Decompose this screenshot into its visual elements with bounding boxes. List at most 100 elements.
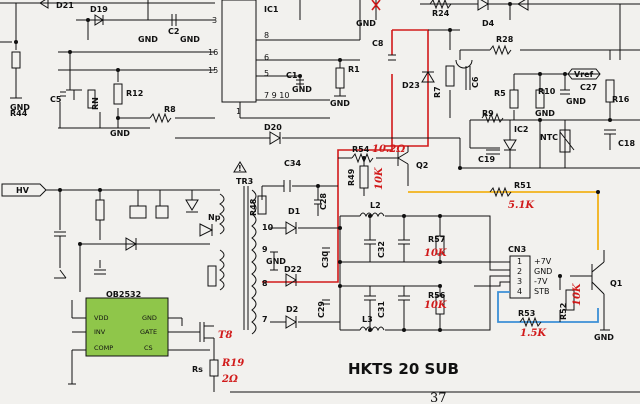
r1-label: R1 [348, 65, 360, 74]
chip-pin-gnd: GND [142, 314, 157, 322]
vref-label: Vref [574, 70, 594, 79]
r7-label: R7 [433, 86, 442, 98]
q1-label: Q1 [610, 279, 623, 288]
d22-diode [285, 273, 297, 287]
r7-resistor [445, 65, 455, 87]
d20-diode [269, 131, 281, 145]
note-r49: 10K [374, 166, 385, 190]
c32a-capacitor [364, 216, 376, 262]
c29-capacitor [322, 299, 330, 305]
cn3-pin-3: 3 [517, 277, 522, 286]
secondary-rectifiers: D1 GND D22 D2 C28 C30 C29 L2 L3 C32 C31 … [266, 186, 510, 332]
ic1-pin-1: 1 [236, 107, 241, 116]
c32-label: C32 [377, 241, 386, 258]
r51-resistor [489, 186, 512, 198]
gnd-label-c2b: GND [180, 35, 200, 44]
c31b-capacitor [398, 286, 410, 330]
r49-label: R49 [347, 168, 356, 186]
chip-name: OB2532 [106, 290, 141, 299]
note-t8: T8 [218, 330, 232, 341]
d21-label: D21 [56, 1, 74, 10]
l2-inductor [359, 212, 385, 218]
vref-tag [567, 68, 601, 80]
c19-label: C19 [478, 155, 495, 164]
q1-stage: R52 Q1 GND [559, 250, 623, 342]
r51-label: R51 [514, 181, 532, 190]
chip-pin-comp: COMP [94, 344, 113, 352]
l3-label: L3 [362, 315, 373, 324]
top-left-section: D21 D19 GND C2 GND C5 R44 GND RN R12 GND… [0, 0, 215, 138]
c30-capacitor [322, 247, 330, 253]
r24-label: R24 [432, 9, 450, 18]
c28-capacitor [314, 186, 322, 216]
c27-capacitor [560, 89, 570, 95]
ic1-pin-5: 5 [264, 69, 269, 78]
winding-pin-8: 8 [262, 279, 268, 288]
r9-label: R9 [482, 109, 494, 118]
c34-capacitor [261, 180, 338, 200]
warning-mark: ! [238, 164, 242, 173]
r28-label: R28 [496, 35, 514, 44]
r48-resistor [257, 195, 267, 215]
tr3-transformer: ! TR3 10 9 8 7 [233, 161, 274, 335]
r9-resistor [481, 112, 504, 124]
ntc-label: NTC [540, 133, 558, 142]
cn3-signal-stb: STB [534, 287, 549, 296]
r52-resistor [565, 289, 575, 311]
gnd-label-r44: GND [10, 103, 30, 112]
r56-label: R56 [428, 291, 446, 300]
chip-body [85, 297, 169, 357]
ic1-pin-7-9-10: 7 9 10 [264, 91, 289, 100]
rn-label: RN [91, 97, 100, 110]
r52-label: R52 [559, 303, 568, 320]
top-right-section: R24 D4 R28 Vref R5 R10 C27 GND GND R16 C… [420, 0, 640, 169]
d20-label: D20 [264, 123, 282, 132]
c31-label: C31 [377, 301, 386, 318]
r54-label: R54 [352, 145, 370, 154]
c5-capacitor [60, 91, 66, 97]
r5-resistor [509, 89, 519, 109]
chip-pin-gate: GATE [140, 328, 157, 336]
ic1-pin-8: 8 [264, 31, 269, 40]
c5-label: C5 [50, 95, 62, 104]
d23-label: D23 [402, 81, 420, 90]
r10-resistor [535, 89, 545, 109]
handwritten-notes: 10.2Ω 10K 5.1K 10K 10K 1.5K 10K T8 R19 2… [218, 144, 583, 385]
c28-label: C28 [319, 193, 328, 210]
note-r57: 10K [424, 248, 448, 259]
c6-label: C6 [471, 76, 480, 88]
c19-capacitor [486, 149, 500, 155]
d1-label: D1 [288, 207, 301, 216]
note-r51: 5.1K [508, 200, 535, 211]
c27-label: C27 [580, 83, 597, 92]
r53-resistor [519, 316, 542, 328]
c30-label: C30 [321, 251, 330, 268]
note-r54: 10.2Ω [372, 144, 405, 155]
ic2-label: IC2 [514, 125, 528, 134]
r12-label: R12 [126, 89, 143, 98]
gnd-label-top: GND [356, 19, 376, 28]
aux-resistor [207, 265, 217, 287]
gnd-label-c27: GND [566, 97, 586, 106]
d22-label: D22 [284, 265, 302, 274]
blue-trace [497, 291, 599, 323]
c2-label: C2 [168, 27, 179, 36]
gnd-label-c2a: GND [138, 35, 158, 44]
c8-capacitor [388, 54, 396, 61]
r8-resistor [149, 112, 172, 124]
c6-capacitor [465, 66, 471, 90]
ob2532-chip: OB2532 VDD INV COMP GND GATE CS Rs [68, 290, 219, 392]
d19-diode [94, 14, 104, 26]
footer-title: HKTS 20 SUB [348, 360, 459, 378]
cn3-connector: CN3 1 2 3 4 +7V GND -7V STB [508, 245, 552, 299]
tr3-label: TR3 [236, 177, 253, 186]
gnd-label-tr: GND [266, 257, 286, 266]
note-r56: 10K [424, 300, 448, 311]
r10-label: R10 [538, 87, 556, 96]
r44-resistor [11, 51, 21, 69]
chip-pin-cs: CS [144, 344, 153, 352]
ic1-body [221, 0, 257, 103]
cn3-pin-2: 2 [517, 267, 522, 276]
d4-diode [477, 0, 489, 11]
